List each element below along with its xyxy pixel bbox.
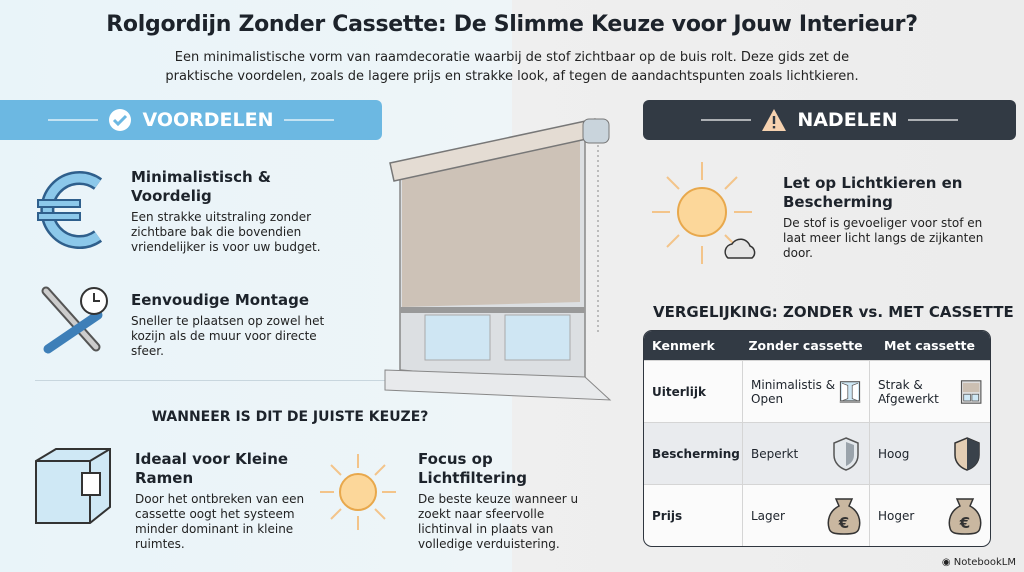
feature-title: Let op Lichtkieren en Bescherming — [783, 174, 963, 211]
feature-title: Eenvoudige Montage — [131, 291, 309, 309]
feature-desc: De stof is gevoeliger voor stof en laat … — [783, 216, 984, 260]
cassette-window-icon — [960, 379, 982, 404]
nadelen-banner: NADELEN — [643, 100, 1016, 140]
open-window-icon — [839, 380, 861, 403]
feature-desc: Sneller te plaatsen op zowel het kozijn … — [131, 314, 325, 358]
feature-desc: De beste keuze wanneer u zoekt naar sfee… — [418, 492, 579, 551]
row-label: Bescherming — [644, 422, 742, 484]
euro-icon — [37, 171, 103, 249]
cell-zonder: Beperkt — [751, 446, 799, 461]
feature-montage: Eenvoudige Montage Sneller te plaatsen o… — [131, 291, 351, 359]
notebooklm-watermark: ◉ NotebookLM — [941, 557, 1016, 568]
cell-met: Hoog — [878, 446, 910, 461]
sun-cloud-icon — [652, 162, 756, 264]
subtitle: Een minimalistische vorm van raamdecorat… — [165, 50, 859, 84]
voordelen-label: VOORDELEN — [142, 109, 274, 131]
cell-zonder: Lager — [751, 508, 785, 523]
feature-title: Focus op Lichtfiltering — [418, 450, 527, 487]
table-row: Prijs Lager € Hoger € — [644, 484, 990, 546]
table-header-row: Kenmerk Zonder cassette Met cassette — [644, 331, 990, 360]
feature-minimalistisch: Minimalistisch & Voordelig Een strakke u… — [131, 168, 351, 255]
sun-icon — [320, 454, 396, 530]
feature-lichtkieren: Let op Lichtkieren en Bescherming De sto… — [783, 174, 993, 261]
svg-text:€: € — [838, 514, 849, 532]
svg-text:€: € — [959, 514, 970, 532]
header-met: Met cassette — [869, 331, 990, 360]
feature-title: Minimalistisch & Voordelig — [131, 168, 271, 205]
header-zonder: Zonder cassette — [742, 331, 869, 360]
tools-icon — [41, 286, 108, 354]
warning-icon — [762, 109, 787, 131]
feature-title: Ideaal voor Kleine Ramen — [135, 450, 289, 487]
feature-kleine-ramen: Ideaal voor Kleine Ramen Door het ontbre… — [135, 450, 305, 552]
header-kenmerk: Kenmerk — [644, 331, 742, 360]
wanneer-title: WANNEER IS DIT DE JUISTE KEUZE? — [151, 409, 429, 425]
footer-label: NotebookLM — [953, 557, 1016, 568]
divider — [35, 380, 580, 381]
roller-blind-illustration — [384, 118, 612, 401]
money-bag-icon: € — [948, 497, 982, 535]
feature-desc: Een strakke uitstraling zonder zichtbare… — [131, 210, 321, 254]
feature-desc: Door het ontbreken van een cassette oogt… — [135, 492, 305, 551]
feature-lichtfiltering: Focus op Lichtfiltering De beste keuze w… — [418, 450, 588, 552]
table-row: Bescherming Beperkt Hoog — [644, 422, 990, 484]
check-circle-icon — [109, 109, 132, 131]
table-row: Uiterlijk Minimalistis & Open Strak & Af… — [644, 360, 990, 422]
comparison-title: VERGELIJKING: ZONDER vs. MET CASSETTE — [653, 303, 1014, 321]
cell-met: Strak & Afgewerkt — [878, 377, 939, 406]
row-label: Prijs — [644, 484, 742, 546]
comparison-table: Kenmerk Zonder cassette Met cassette Uit… — [643, 330, 991, 547]
cell-met: Hoger — [878, 508, 915, 523]
nadelen-label: NADELEN — [797, 109, 898, 131]
cell-zonder: Minimalistis & Open — [751, 377, 836, 406]
row-label: Uiterlijk — [644, 360, 742, 422]
shield-light-icon — [833, 436, 859, 471]
money-bag-icon: € — [827, 497, 861, 535]
room-icon — [35, 448, 111, 524]
voordelen-banner: VOORDELEN — [0, 100, 382, 140]
page-title: Rolgordijn Zonder Cassette: De Slimme Ke… — [106, 12, 918, 37]
shield-strong-icon — [954, 436, 980, 471]
